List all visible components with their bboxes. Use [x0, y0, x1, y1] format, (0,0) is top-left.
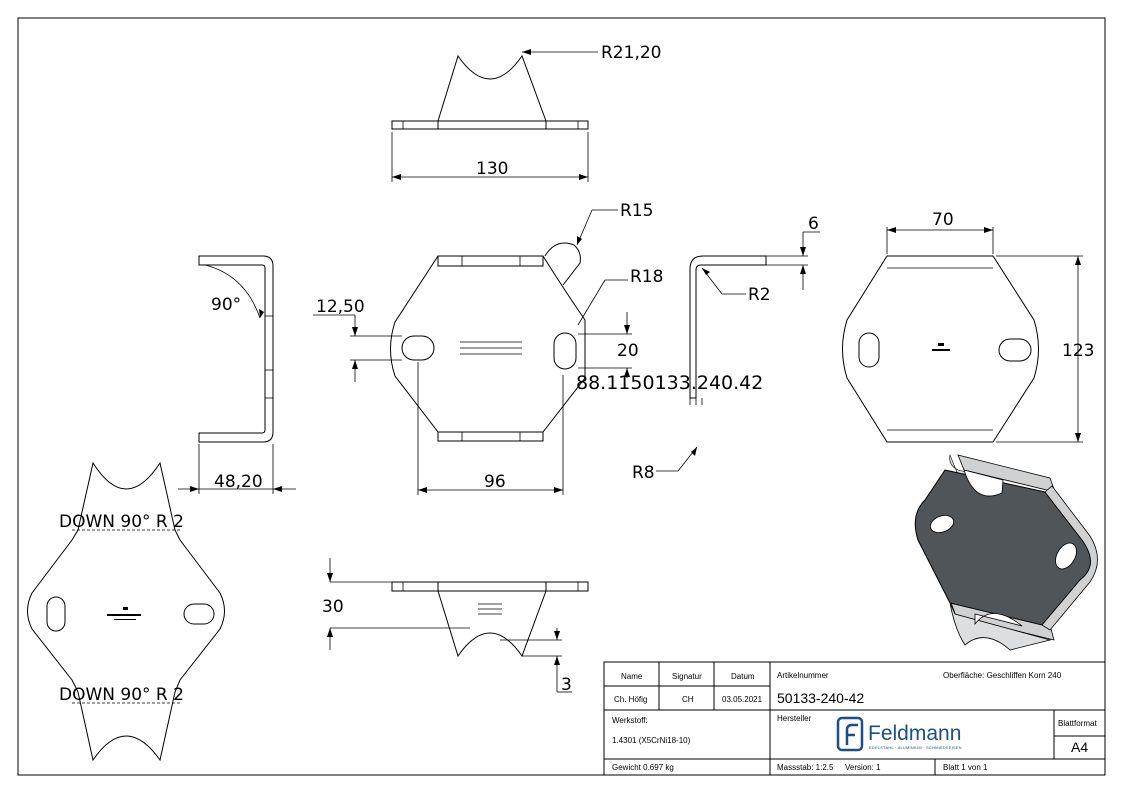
- tb-signatur-label: Signatur: [672, 672, 702, 681]
- bend-note-bottom: DOWN 90° R 2: [59, 685, 184, 705]
- dim-90-degrees: 90°: [211, 295, 241, 315]
- tb-name-value: Ch. Höfig: [614, 695, 647, 704]
- tb-datum-label: Datum: [731, 672, 755, 681]
- dim-3: 3: [561, 675, 572, 695]
- dim-123: 123: [1062, 341, 1094, 361]
- dim-6: 6: [808, 214, 819, 234]
- feldmann-tagline: EDELSTAHL · ALUMINIUM · SCHMIEDEEISEN: [869, 745, 962, 750]
- dim-r18: R18: [630, 267, 663, 287]
- tb-blatt: Blatt 1 von 1: [943, 763, 988, 772]
- right-front-view: [842, 227, 1083, 443]
- tb-version: Version: 1: [845, 763, 881, 772]
- tb-werkstoff-value: 1.4301 (X5CrNi18-10): [612, 736, 691, 745]
- tb-oberflaeche: Oberfläche: Geschliffen Korn 240: [943, 671, 1062, 680]
- sheet-border: [17, 17, 1106, 776]
- dim-r15: R15: [620, 201, 653, 221]
- dim-r21-20: R21,20: [601, 43, 661, 63]
- tb-name-label: Name: [621, 672, 643, 681]
- dim-130: 130: [476, 159, 508, 179]
- dim-20: 20: [617, 341, 639, 361]
- right-side-view: [689, 231, 820, 399]
- feldmann-logo-icon: [836, 716, 864, 752]
- left-side-view: [178, 255, 296, 494]
- tb-massstab: Massstab: 1:2.5: [777, 763, 834, 772]
- tb-signatur-value: CH: [682, 695, 694, 704]
- tb-werkstoff-label: Werkstoff:: [612, 716, 648, 725]
- tb-artikel-value: 50133-240-42: [777, 690, 864, 706]
- dim-30: 30: [322, 597, 344, 617]
- title-block: [603, 661, 1106, 776]
- dim-r8: R8: [632, 463, 655, 483]
- part-code-label: 88.1150133.240.42: [576, 372, 763, 394]
- bend-note-top: DOWN 90° R 2: [59, 512, 184, 532]
- tb-artikel-label: Artikelnummer: [777, 671, 829, 680]
- dim-r2: R2: [748, 285, 771, 305]
- feldmann-wordmark: Feldmann: [868, 722, 961, 745]
- top-view: [391, 49, 598, 182]
- center-front-view: [313, 209, 703, 495]
- tb-datum-value: 03.05.2021: [722, 695, 763, 704]
- bottom-view: [327, 558, 589, 693]
- tb-blattformat-value: A4: [1071, 739, 1088, 755]
- dim-12-50: 12,50: [316, 297, 365, 317]
- tb-gewicht: Gewicht 0.697 kg: [612, 763, 674, 772]
- dim-96: 96: [484, 472, 506, 492]
- tb-hersteller-label: Hersteller: [777, 714, 812, 723]
- dim-70: 70: [932, 210, 954, 230]
- isometric-render: [914, 453, 1098, 651]
- tb-blattformat-label: Blattformat: [1058, 719, 1097, 728]
- flat-pattern-view: [27, 461, 225, 762]
- feldmann-logo: Feldmann EDELSTAHL · ALUMINIUM · SCHMIED…: [836, 716, 962, 752]
- dim-48-20: 48,20: [214, 472, 263, 492]
